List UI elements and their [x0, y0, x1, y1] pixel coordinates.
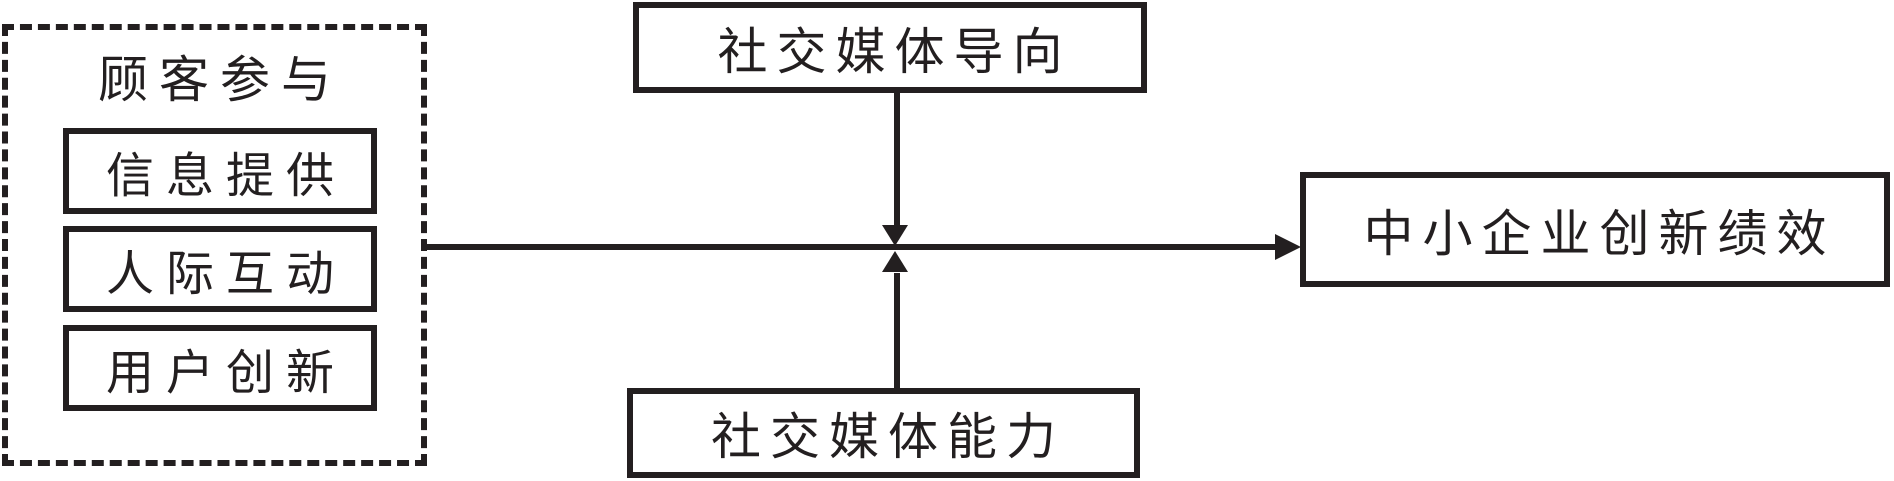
customer-engagement-title: 顾客参与	[98, 51, 342, 109]
arrowhead-down-icon	[882, 225, 908, 246]
moderation-arrow-top-line	[894, 93, 900, 225]
main-effect-arrow-line	[427, 244, 1276, 250]
arrowhead-right-icon	[1275, 234, 1301, 260]
social-media-capability-box: 社交媒体能力	[627, 388, 1140, 478]
moderation-arrow-bottom-line	[894, 273, 900, 388]
dimension-box-user-innovation: 用户创新	[63, 325, 377, 411]
dimension-box-interpersonal-interaction: 人际互动	[63, 226, 377, 312]
dimension-box-information-provision: 信息提供	[63, 128, 377, 214]
arrowhead-up-icon	[882, 251, 908, 272]
sme-innovation-performance-box: 中小企业创新绩效	[1300, 172, 1890, 287]
social-media-orientation-box: 社交媒体导向	[633, 2, 1147, 93]
customer-engagement-group-box	[2, 24, 427, 466]
